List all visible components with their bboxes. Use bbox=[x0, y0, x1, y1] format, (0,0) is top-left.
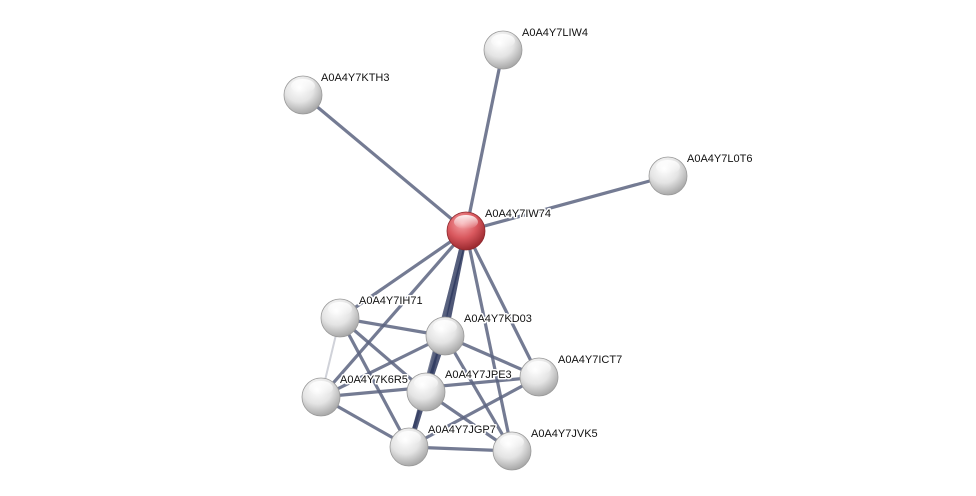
node-highlight bbox=[454, 215, 478, 229]
node-highlight bbox=[291, 79, 315, 93]
node-label: A0A4Y7KD03 bbox=[464, 313, 532, 325]
node-label: A0A4Y7IH71 bbox=[359, 295, 423, 307]
node-label: A0A4Y7JVK5 bbox=[531, 428, 598, 440]
node-A0A4Y7JVK5[interactable]: A0A4Y7JVK5 bbox=[492, 427, 599, 471]
node-label: A0A4Y7IW74 bbox=[485, 208, 551, 220]
edge-A0A4Y7KD03-A0A4Y7K6R5[interactable] bbox=[320, 334, 446, 399]
edge-A0A4Y7IW74-A0A4Y7LIW4[interactable] bbox=[464, 49, 505, 232]
edge-A0A4Y7IW74-A0A4Y7K6R5[interactable] bbox=[319, 229, 468, 399]
node-label: A0A4Y7JGP7 bbox=[428, 424, 496, 436]
node-A0A4Y7JGP7[interactable]: A0A4Y7JGP7 bbox=[389, 423, 497, 467]
node-label: A0A4Y7LIW4 bbox=[522, 27, 588, 39]
node-highlight bbox=[656, 160, 680, 174]
edge-A0A4Y7IW74-A0A4Y7KTH3[interactable] bbox=[301, 93, 468, 233]
edge-layer bbox=[301, 49, 669, 453]
edge-A0A4Y7IH71-A0A4Y7JGP7[interactable] bbox=[338, 317, 411, 448]
node-A0A4Y7IW74[interactable]: A0A4Y7IW74 bbox=[446, 207, 553, 251]
edge-A0A4Y7ICT7-A0A4Y7JGP7[interactable] bbox=[408, 375, 540, 449]
node-A0A4Y7JPE3[interactable]: A0A4Y7JPE3 bbox=[406, 368, 513, 412]
node-highlight bbox=[309, 381, 333, 395]
node-A0A4Y7KD03[interactable]: A0A4Y7KD03 bbox=[425, 312, 533, 356]
node-A0A4Y7L0T6[interactable]: A0A4Y7L0T6 bbox=[648, 152, 754, 196]
node-label: A0A4Y7L0T6 bbox=[687, 153, 752, 165]
node-layer: A0A4Y7IW74 A0A4Y7LIW4A0A4Y7KTH3A0A4Y7L0T6… bbox=[283, 26, 754, 471]
edge-A0A4Y7KD03-A0A4Y7JVK5[interactable] bbox=[443, 335, 514, 452]
edge-A0A4Y7IW74-A0A4Y7JVK5[interactable] bbox=[464, 230, 514, 452]
node-label: A0A4Y7JPE3 bbox=[445, 369, 512, 381]
edge-A0A4Y7IW74-A0A4Y7L0T6[interactable] bbox=[465, 174, 669, 233]
node-A0A4Y7KTH3[interactable]: A0A4Y7KTH3 bbox=[283, 71, 391, 115]
node-highlight bbox=[328, 302, 352, 316]
edge-A0A4Y7IW74-A0A4Y7IH71[interactable] bbox=[339, 229, 467, 320]
node-label: A0A4Y7ICT7 bbox=[558, 354, 622, 366]
node-highlight bbox=[527, 361, 551, 375]
node-highlight bbox=[500, 435, 524, 449]
node-highlight bbox=[491, 34, 515, 48]
node-highlight bbox=[433, 320, 457, 334]
node-A0A4Y7LIW4[interactable]: A0A4Y7LIW4 bbox=[483, 26, 590, 70]
node-highlight bbox=[397, 431, 421, 445]
node-A0A4Y7IH71[interactable]: A0A4Y7IH71 bbox=[320, 294, 424, 338]
node-label: A0A4Y7K6R5 bbox=[340, 374, 408, 386]
node-A0A4Y7K6R5[interactable]: A0A4Y7K6R5 bbox=[301, 373, 409, 417]
edge-A0A4Y7IW74-A0A4Y7ICT7[interactable] bbox=[464, 230, 541, 378]
node-highlight bbox=[414, 376, 438, 390]
node-A0A4Y7ICT7[interactable]: A0A4Y7ICT7 bbox=[519, 353, 624, 397]
node-label: A0A4Y7KTH3 bbox=[321, 72, 389, 84]
